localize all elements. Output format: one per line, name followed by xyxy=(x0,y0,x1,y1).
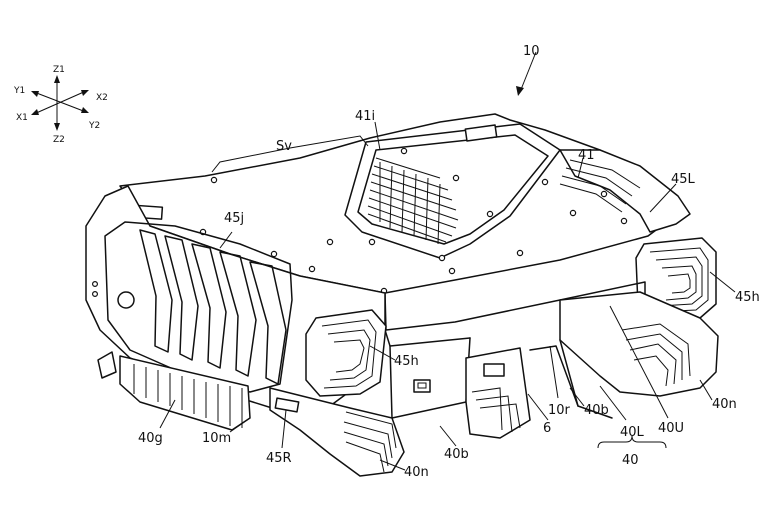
label-6: 6 xyxy=(543,421,551,436)
label-45h-right: 45h xyxy=(735,290,760,305)
top-screws xyxy=(199,147,628,295)
front-fins xyxy=(139,229,287,385)
right-vent-louvers xyxy=(649,247,709,313)
top-vent-slats xyxy=(367,157,459,245)
right-base-vents xyxy=(621,323,691,387)
label-40b-front: 40b xyxy=(444,447,469,462)
right-side-fins xyxy=(559,159,641,213)
stand-vent-louvers xyxy=(343,411,397,473)
label-41i: 41i xyxy=(355,109,375,124)
axis-x1-label: X1 xyxy=(16,113,28,123)
axis-indicator: Z1 Z2 X1 X2 Y1 Y2 xyxy=(13,65,108,145)
axis-x2-label: X2 xyxy=(96,93,108,103)
label-40g: 40g xyxy=(138,431,163,446)
side-vent-strip xyxy=(133,364,243,428)
label-10r: 10r xyxy=(548,403,571,418)
label-40n-right: 40n xyxy=(712,397,737,412)
label-45L: 45L xyxy=(671,172,696,187)
axis-y1-label: Y1 xyxy=(13,86,25,96)
label-41: 41 xyxy=(578,148,595,163)
label-45j: 45j xyxy=(224,211,244,226)
axis-y2-label: Y2 xyxy=(88,121,100,131)
label-sv: Sv xyxy=(276,139,292,154)
axis-z1-label: Z1 xyxy=(53,65,65,75)
axis-z2-label: Z2 xyxy=(53,135,65,145)
label-40L: 40L xyxy=(620,425,645,440)
label-40: 40 xyxy=(622,453,639,468)
reference-labels: 10 Sv 41i 41 45L 45j 45h 45h 40g 10m 45R… xyxy=(138,44,760,480)
console-body xyxy=(85,113,719,477)
label-45R: 45R xyxy=(266,451,292,466)
label-10m: 10m xyxy=(202,431,231,446)
label-40b-right: 40b xyxy=(584,403,609,418)
rear-stand-slats xyxy=(471,387,521,433)
leader-lines xyxy=(159,51,736,471)
label-45h-front: 45h xyxy=(394,354,419,369)
figure-number-label: 10 xyxy=(523,44,540,59)
front-vent-louvers xyxy=(321,319,377,389)
label-40n-bottom: 40n xyxy=(404,465,429,480)
label-40U: 40U xyxy=(658,421,684,436)
